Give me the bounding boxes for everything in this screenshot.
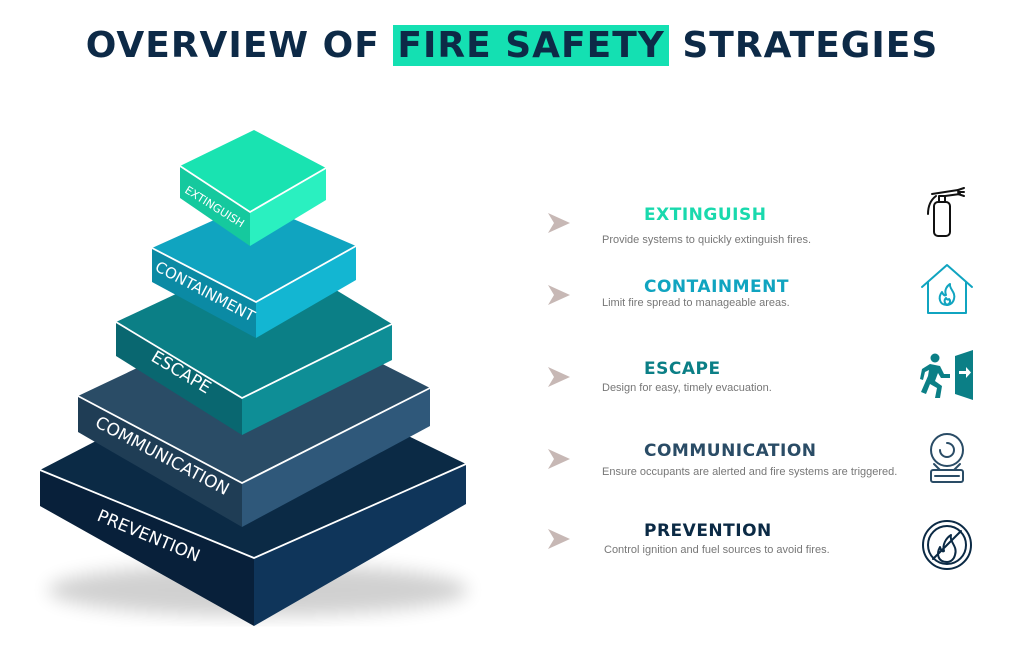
strategy-row-escape: ESCAPE Design for easy, timely evacuatio…	[540, 359, 920, 419]
title-highlight: FIRE SAFETY	[393, 25, 669, 66]
no-fire-icon	[922, 520, 972, 570]
strategy-description: Ensure occupants are alerted and fire sy…	[602, 466, 898, 478]
strategy-description: Design for easy, timely evacuation.	[602, 382, 772, 394]
strategy-title: COMMUNICATION	[644, 441, 817, 461]
house-fire-icon	[921, 264, 973, 314]
strategy-title: CONTAINMENT	[644, 277, 789, 297]
strategy-row-extinguish: EXTINGUISH Provide systems to quickly ex…	[540, 205, 920, 265]
emergency-exit-icon	[920, 350, 973, 400]
title-prefix: OVERVIEW OF	[85, 25, 394, 66]
chevron-right-icon	[548, 285, 570, 305]
chevron-right-icon	[548, 449, 570, 469]
strategy-title: ESCAPE	[644, 359, 721, 379]
title-suffix: STRATEGIES	[668, 25, 939, 66]
page-title: OVERVIEW OF FIRE SAFETY STRATEGIES	[0, 24, 1024, 68]
strategy-title: EXTINGUISH	[644, 205, 767, 225]
fire-extinguisher-icon	[927, 187, 965, 237]
strategy-row-prevention: PREVENTION Control ignition and fuel sou…	[540, 521, 920, 581]
strategy-description: Provide systems to quickly extinguish fi…	[602, 234, 812, 246]
chevron-right-icon	[548, 213, 570, 233]
strategy-pyramid: PREVENTION COMMUNICATION ESCAPE CONTAINM…	[39, 130, 468, 626]
strategy-description: Limit fire spread to manageable areas.	[602, 297, 790, 309]
fire-alarm-bell-icon	[930, 433, 964, 483]
strategy-row-communication: COMMUNICATION Ensure occupants are alert…	[540, 441, 920, 501]
strategy-description: Control ignition and fuel sources to avo…	[604, 544, 830, 556]
pyramid-layer-extinguish: EXTINGUISH	[179, 130, 327, 246]
chevron-right-icon	[548, 367, 570, 387]
strategy-title: PREVENTION	[644, 521, 772, 541]
chevron-right-icon	[548, 529, 570, 549]
pyramid-layer-containment: CONTAINMENT	[151, 202, 357, 338]
strategy-row-containment: CONTAINMENT Limit fire spread to managea…	[540, 277, 920, 337]
